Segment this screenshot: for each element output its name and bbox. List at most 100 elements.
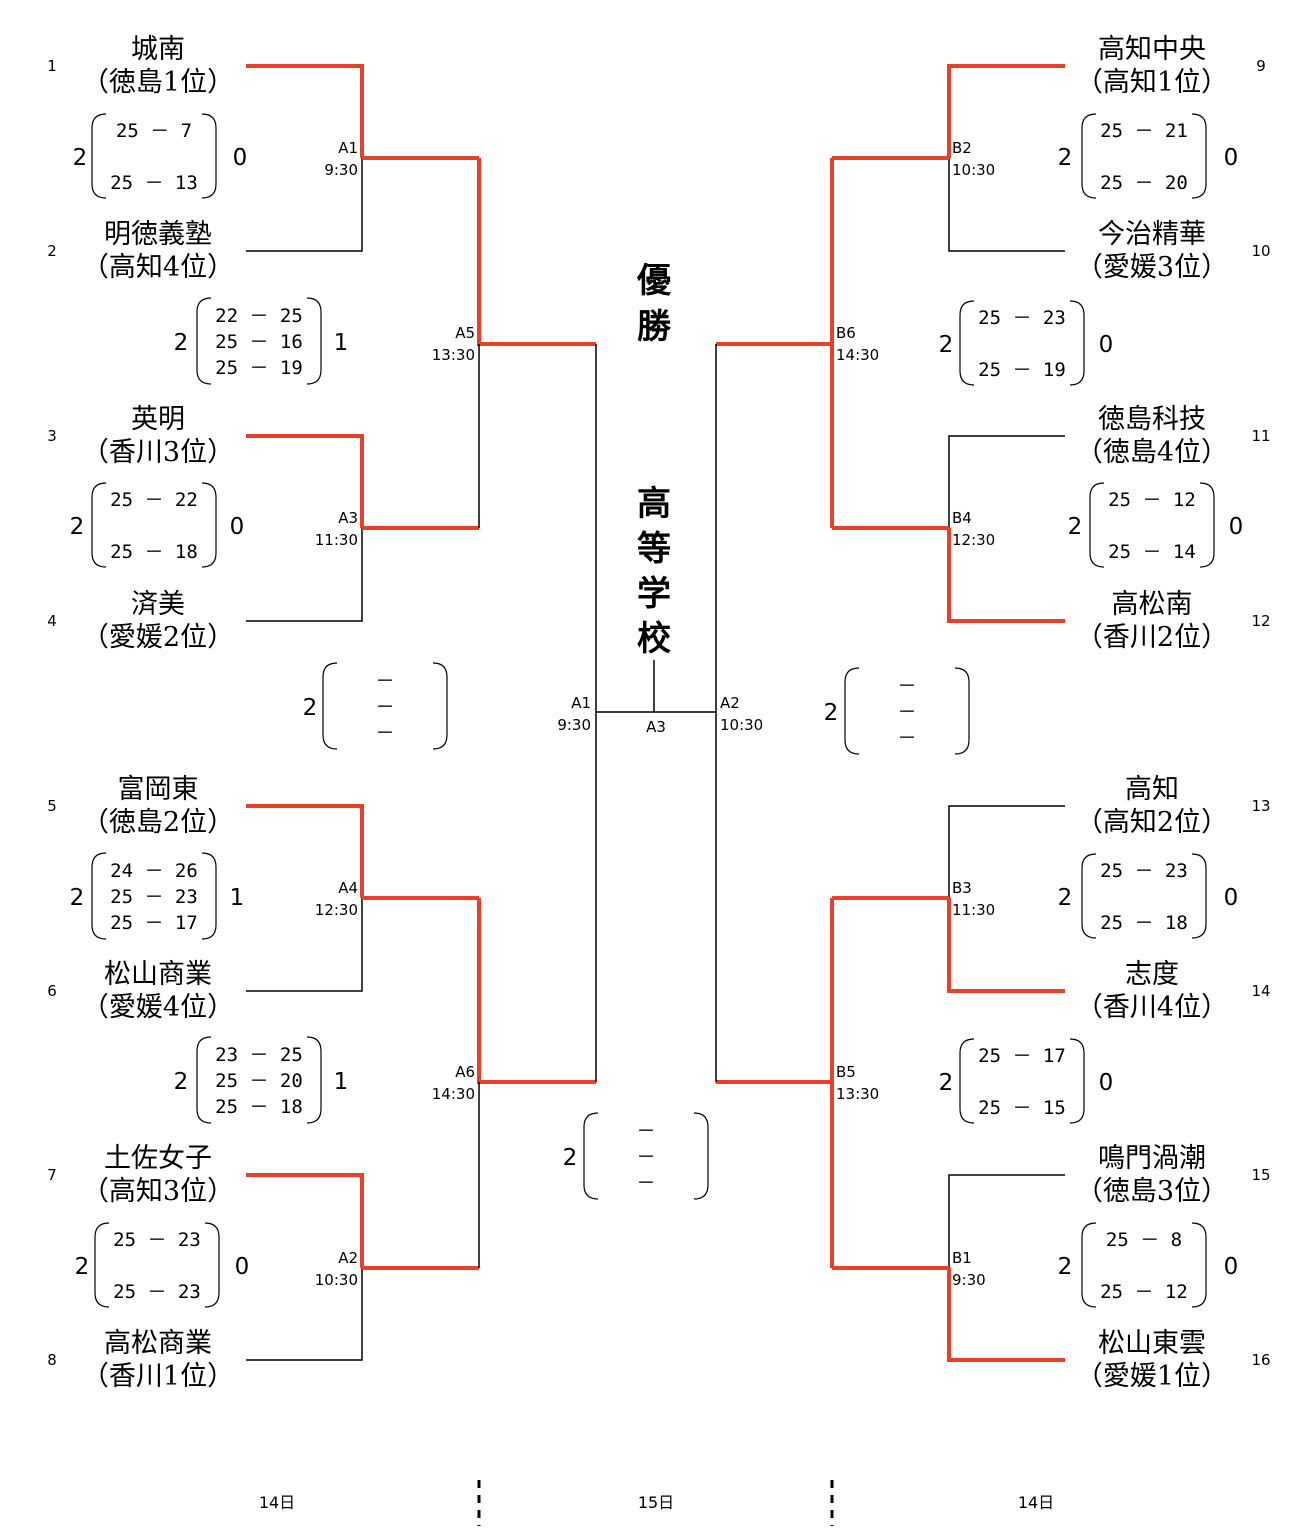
match-id: B4 [952, 509, 972, 527]
score-bracket-right [201, 113, 217, 199]
sets-won-left: 2 [1058, 885, 1073, 911]
score-bracket-left [322, 662, 338, 750]
team-prefecture: （愛媛4位） [82, 992, 234, 1023]
score-bracket-left [91, 852, 107, 940]
score-bracket-left [196, 297, 212, 385]
set-score: 22 － 25 [215, 305, 303, 327]
set-score: 25 － 15 [978, 1097, 1066, 1119]
bracket-line [948, 435, 1065, 528]
score-bracket-right [1191, 853, 1207, 939]
set-score: 25 － 23 [110, 886, 198, 908]
team-name: 松山商業 [104, 959, 212, 990]
score-bracket-right [1191, 113, 1207, 199]
final-match-id: A2 [720, 694, 740, 712]
score-bracket-left [844, 667, 860, 755]
sets-won-right: 0 [1099, 1070, 1114, 1096]
set-score: 25 － 17 [978, 1045, 1066, 1067]
bracket-line [246, 528, 363, 622]
team-name: 富岡東 [118, 774, 199, 805]
winner-line [246, 64, 364, 158]
match-id: A1 [338, 139, 358, 157]
set-score: 24 － 26 [110, 860, 198, 882]
sets-won-left: 2 [939, 332, 954, 358]
score-bracket-left [959, 1038, 975, 1124]
score-bracket-left [91, 113, 107, 199]
champion-label: 優 [636, 261, 672, 301]
team-prefecture: （香川2位） [1076, 622, 1228, 653]
score-bracket-right [1069, 300, 1085, 386]
score-bracket-left [1089, 482, 1105, 568]
winner-line [246, 1173, 364, 1268]
school-label: 等 [637, 529, 671, 569]
team-prefecture: （高知3位） [82, 1176, 234, 1207]
score-bracket-left [959, 300, 975, 386]
match-time: 14:30 [432, 1085, 475, 1103]
school-label: 高 [637, 484, 671, 524]
set-score: 25 － 17 [110, 912, 198, 934]
team-seed: 12 [1251, 612, 1270, 630]
sets-won-right: 0 [233, 145, 248, 171]
score-bracket-right [204, 1222, 220, 1308]
winner-line [947, 528, 1065, 623]
sets-won-left: 2 [73, 145, 88, 171]
score-bracket-left [583, 1112, 599, 1200]
school-label: 学 [637, 574, 671, 614]
day-label: 14日 [1018, 1493, 1054, 1512]
team-prefecture: （徳島3位） [1076, 1176, 1228, 1207]
match-time: 12:30 [315, 901, 358, 919]
team-prefecture: （徳島2位） [82, 807, 234, 838]
score-bracket-right [1191, 1222, 1207, 1308]
team-seed: 3 [47, 427, 57, 445]
set-score: 25 － 21 [1100, 120, 1188, 142]
score-bracket-left [1081, 1222, 1097, 1308]
match-id: B5 [836, 1063, 856, 1081]
score-bracket-left [91, 482, 107, 568]
team-name: 英明 [131, 404, 185, 435]
set-score: － [375, 696, 394, 718]
sets-won-right: 1 [334, 330, 349, 356]
team-seed: 14 [1251, 982, 1270, 1000]
team-seed: 1 [47, 57, 57, 75]
team-seed: 7 [47, 1166, 57, 1184]
final-match-id: A3 [646, 718, 666, 736]
winner-line [947, 64, 1065, 158]
match-id: A3 [338, 509, 358, 527]
team-name: 徳島科技 [1098, 404, 1206, 435]
team-prefecture: （香川3位） [82, 437, 234, 468]
team-prefecture: （高知4位） [82, 252, 234, 283]
sets-won-right: 0 [1099, 332, 1114, 358]
score-bracket-left [94, 1222, 110, 1308]
sets-won-left: 2 [70, 885, 85, 911]
team-name: 高知 [1125, 774, 1179, 805]
bracket-line [948, 805, 1065, 898]
sets-won-left: 2 [824, 700, 839, 726]
set-score: － [897, 675, 916, 697]
sets-won-right: 1 [230, 885, 245, 911]
team-seed: 2 [47, 242, 57, 260]
sets-won-right: 0 [1224, 145, 1239, 171]
team-prefecture: （徳島1位） [82, 67, 234, 98]
team-seed: 4 [47, 612, 57, 630]
winner-line [477, 898, 596, 1084]
set-score: 25 － 14 [1108, 541, 1196, 563]
team-prefecture: （高知1位） [1076, 67, 1228, 98]
set-score: － [897, 701, 916, 723]
team-prefecture: （愛媛3位） [1076, 252, 1228, 283]
team-seed: 16 [1251, 1351, 1270, 1369]
score-bracket-left [196, 1036, 212, 1124]
set-score: 25 － 23 [113, 1281, 201, 1303]
winner-line [716, 898, 834, 1084]
set-score: 25 － 19 [215, 357, 303, 379]
team-name: 高知中央 [1098, 34, 1206, 65]
match-time: 13:30 [432, 346, 475, 364]
team-seed: 5 [47, 797, 57, 815]
match-time: 11:30 [315, 531, 358, 549]
match-id: B2 [952, 139, 972, 157]
winner-line [716, 158, 834, 346]
team-name: 明徳義塾 [104, 219, 212, 250]
set-score: 25 － 20 [215, 1070, 303, 1092]
final-match-time: 9:30 [557, 716, 591, 734]
set-score: 25 － 8 [1106, 1229, 1182, 1251]
final-match-id: A1 [571, 694, 591, 712]
set-score: 25 － 20 [1100, 172, 1188, 194]
